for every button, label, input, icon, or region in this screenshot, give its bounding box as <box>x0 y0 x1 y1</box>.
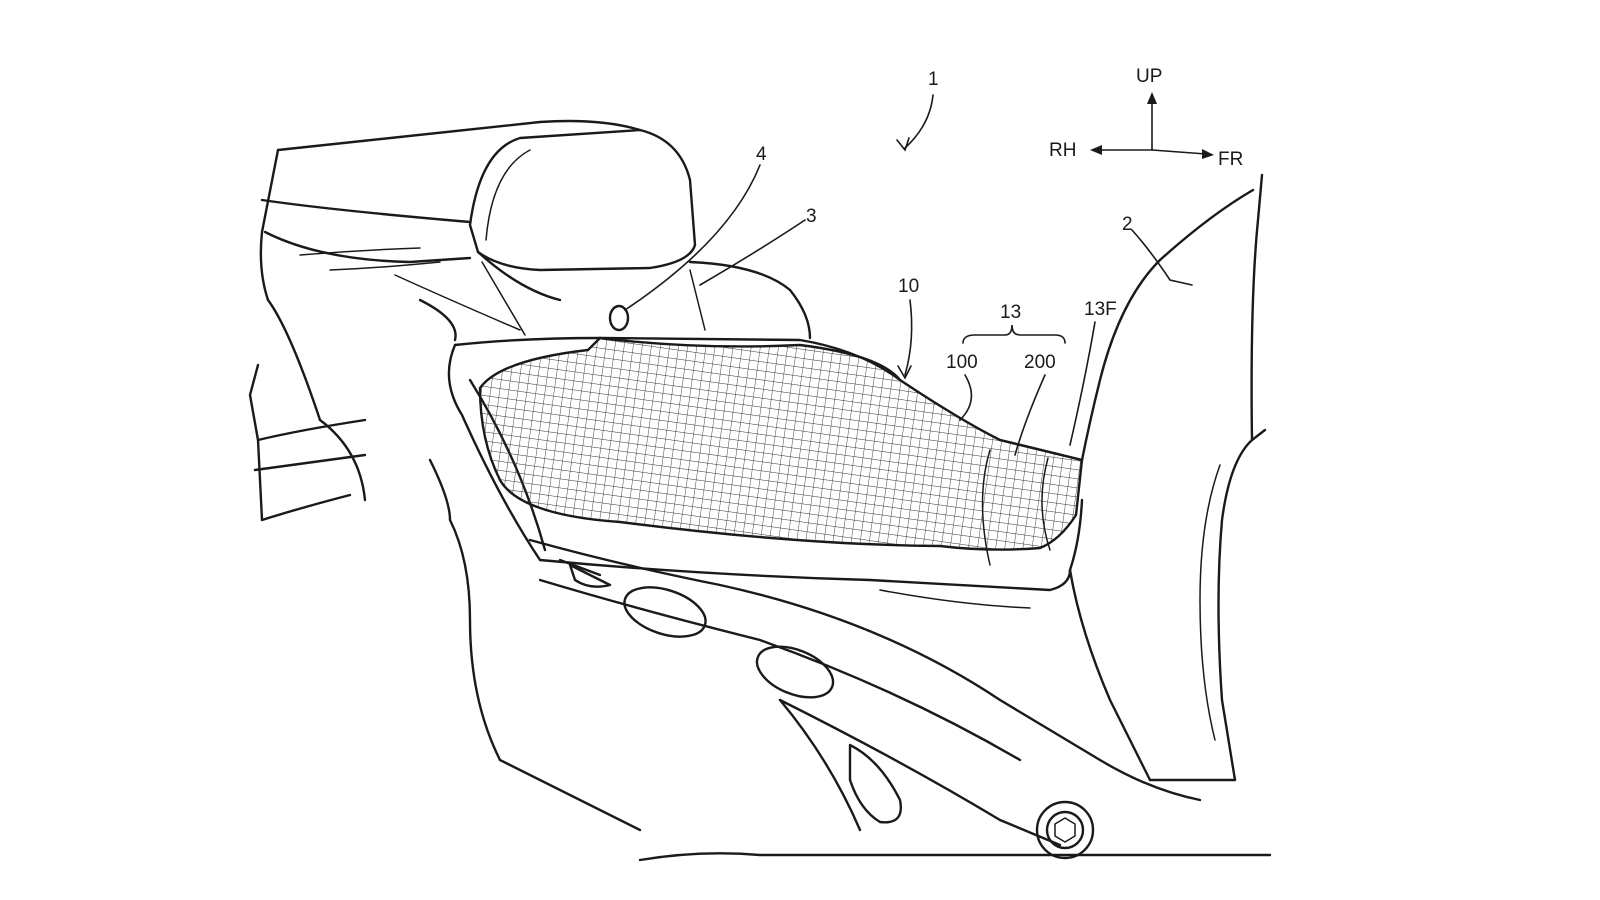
label-ref-2: 2 <box>1122 214 1133 235</box>
front-cover-2 <box>1068 173 1267 782</box>
label-ref-13f: 13F <box>1084 299 1117 320</box>
label-ref-13: 13 <box>1000 302 1021 323</box>
seat-hump <box>394 128 812 342</box>
fastener-4 <box>608 304 630 332</box>
rear-body-outline <box>248 119 642 522</box>
label-ref-3: 3 <box>806 206 817 227</box>
knee-grip-pad <box>478 336 1084 566</box>
label-direction-up: UP <box>1136 66 1162 87</box>
label-ref-100: 100 <box>946 352 978 373</box>
frame-cutout-2 <box>755 645 835 699</box>
direction-indicator <box>1090 92 1214 159</box>
lower-frame <box>428 458 1272 862</box>
label-ref-1: 1 <box>928 69 939 90</box>
label-ref-4: 4 <box>756 144 767 165</box>
label-direction-fr: FR <box>1218 149 1243 170</box>
pivot-bolt <box>1035 800 1095 860</box>
leader-lines <box>624 94 1193 456</box>
label-ref-200: 200 <box>1024 352 1056 373</box>
frame-cutout-3 <box>848 743 902 824</box>
label-direction-rh: RH <box>1049 140 1076 161</box>
label-ref-10: 10 <box>898 276 919 297</box>
frame-cutout-1 <box>623 586 707 638</box>
